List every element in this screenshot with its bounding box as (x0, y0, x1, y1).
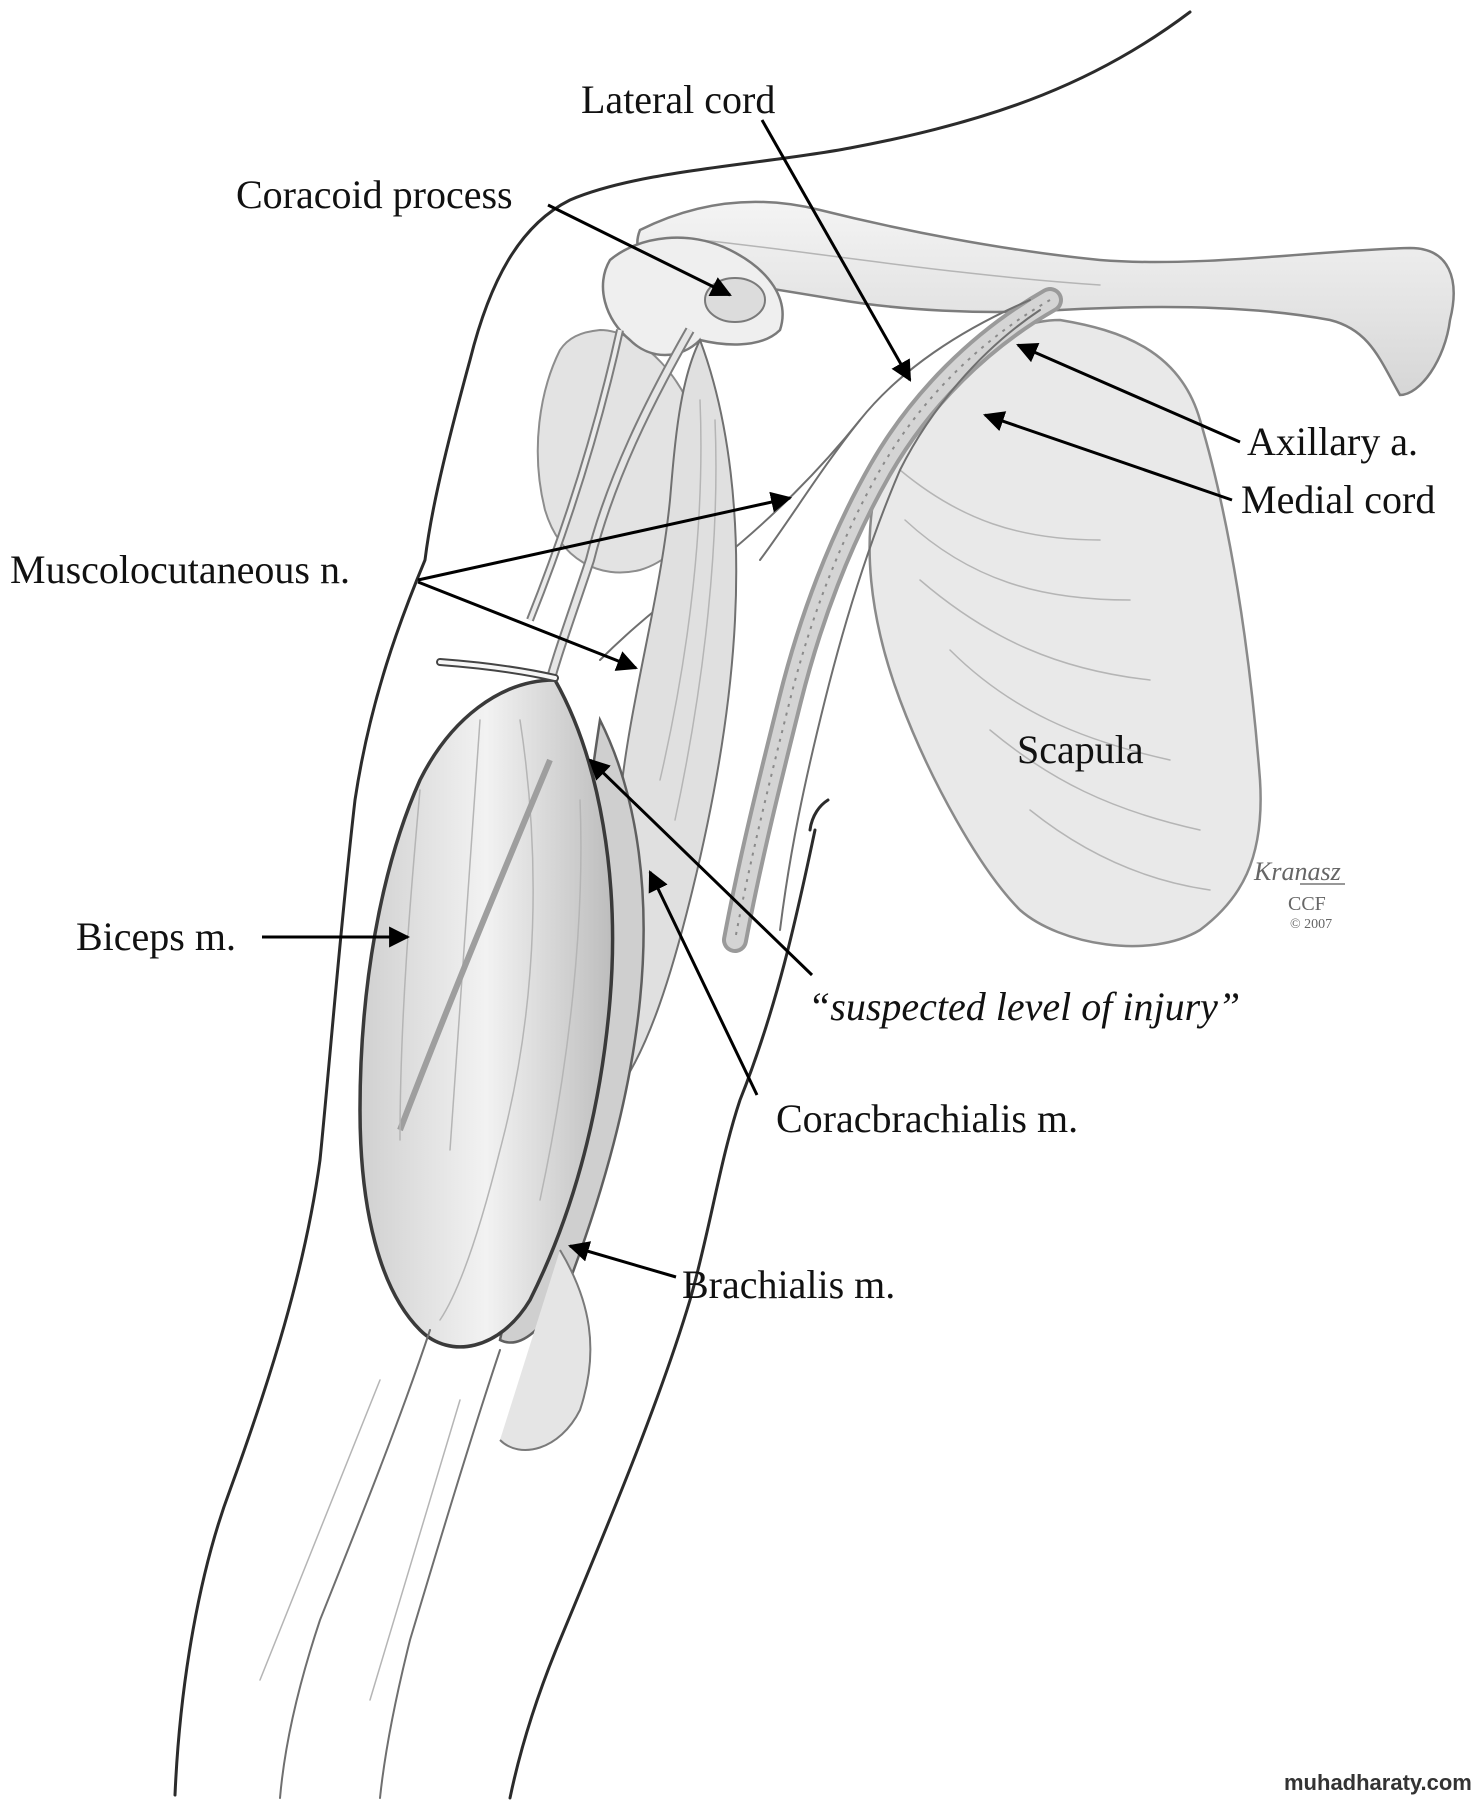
label-coracoid-process: Coracoid process (236, 172, 513, 217)
label-lateral-cord: Lateral cord (581, 77, 775, 122)
label-biceps-m: Biceps m. (76, 914, 236, 959)
signature-copyright: © 2007 (1290, 917, 1332, 932)
neurovascular-bundle (599, 287, 1063, 953)
label-brachialis-m: Brachialis m. (682, 1262, 895, 1307)
label-medial-cord: Medial cord (1241, 477, 1435, 522)
watermark: muhadharaty.com (1284, 1770, 1472, 1795)
leader-medial-cord (983, 411, 1233, 502)
signature-artist: Kranasz (1253, 857, 1341, 886)
label-axillary-a: Axillary a. (1247, 419, 1418, 464)
forearm (259, 1249, 592, 1799)
label-muscolocutaneous-n: Muscolocutaneous n. (10, 547, 350, 592)
coracoid-process-bone (601, 236, 784, 357)
leader-coracoid-process (547, 203, 732, 297)
suture-ring (436, 658, 559, 682)
biceps-muscle (358, 678, 615, 1349)
artist-signature: Kranasz CCF © 2007 (1253, 857, 1345, 932)
label-scapula: Scapula (1017, 727, 1144, 772)
arm-outline (173, 10, 1192, 1800)
leader-brachialis (567, 1241, 677, 1279)
leader-coracbrachialis (648, 870, 759, 1096)
labels: Lateral cord Coracoid process Axillary a… (10, 77, 1435, 1307)
leader-lines (262, 119, 1241, 1279)
signature-org: CCF (1288, 893, 1326, 915)
leader-muscolocutaneous-1 (417, 491, 793, 582)
label-coracbrachialis-m: Coracbrachialis m. (776, 1096, 1078, 1141)
leader-lateral-cord (760, 119, 912, 382)
leader-suspected-level (588, 758, 814, 977)
leader-axillary-a (1016, 342, 1241, 444)
leader-muscolocutaneous-2 (417, 580, 638, 671)
biceps-tendons (526, 327, 695, 702)
label-suspected-level: “suspected level of injury” (808, 984, 1240, 1029)
